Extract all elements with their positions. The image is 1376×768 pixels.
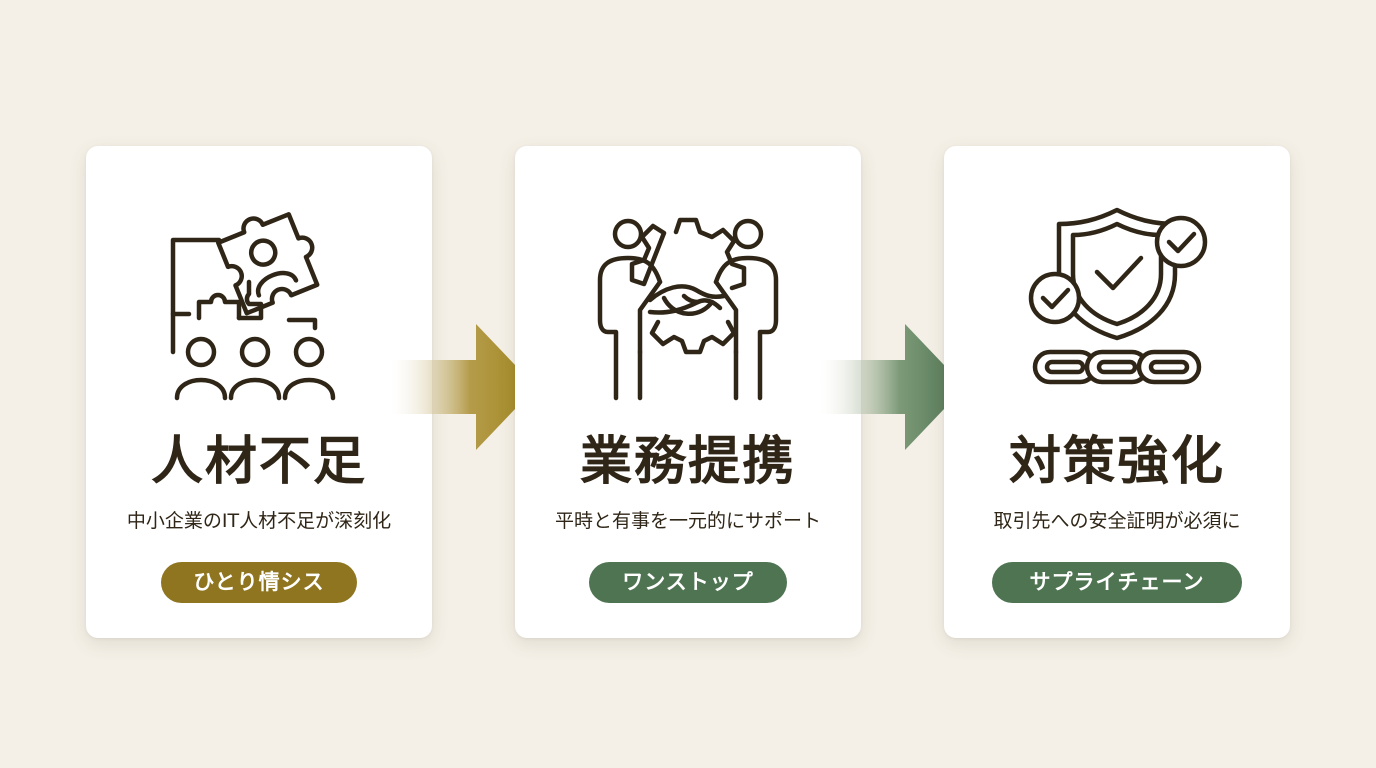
shield-chain-icon (944, 202, 1290, 402)
step-description: 平時と有事を一元的にサポート (554, 510, 821, 532)
step-description: 中小企業のIT人材不足が深刻化 (126, 510, 392, 532)
step-card-talent-shortage: 人材不足 中小企業のIT人材不足が深刻化 ひとり情シス (86, 146, 432, 638)
flow-arrow-right-icon (390, 324, 540, 450)
step-title: 業務提携 (579, 431, 796, 492)
team-puzzle-icon (86, 202, 432, 402)
step-badge: ひとり情シス (161, 562, 357, 603)
flow-arrow-right-icon (819, 324, 969, 450)
step-card-business-alliance: 業務提携 平時と有事を一元的にサポート ワンストップ (515, 146, 861, 638)
step-badge: ワンストップ (589, 562, 787, 603)
step-description: 取引先への安全証明が必須に (993, 510, 1241, 532)
step-badge: サプライチェーン (992, 562, 1242, 603)
handshake-gear-icon (515, 202, 861, 402)
step-title: 人材不足 (150, 431, 367, 492)
step-title: 対策強化 (1008, 431, 1225, 492)
step-card-security-measures: 対策強化 取引先への安全証明が必須に サプライチェーン (944, 146, 1290, 638)
